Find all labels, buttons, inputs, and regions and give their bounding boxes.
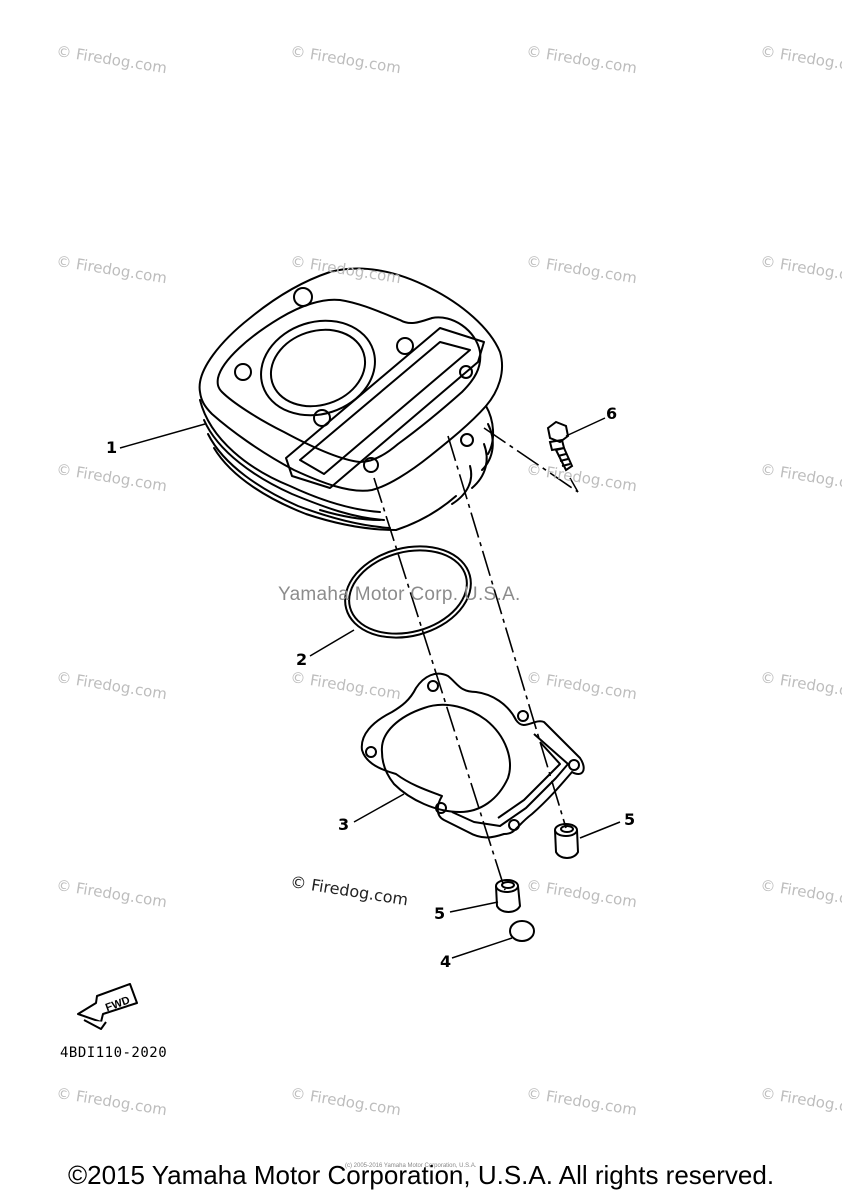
leader-lines <box>119 417 621 959</box>
callout-1: 1 <box>106 438 118 457</box>
watermark-yamaha: Yamaha Motor Corp. U.S.A. <box>278 584 521 605</box>
bolt-leader-line <box>569 477 579 493</box>
footer-copyright: ©2015 Yamaha Motor Corporation, U.S.A. A… <box>67 1160 775 1190</box>
bolt-drawing <box>546 420 574 472</box>
part-code: 4BDI110-2020 <box>60 1045 168 1061</box>
base-gasket-drawing <box>360 672 585 839</box>
callout-5: 5 <box>624 810 636 829</box>
callout-3: 3 <box>338 815 350 834</box>
callout-6: 6 <box>606 404 618 423</box>
tiny-copyright: (c) 2005-2016 Yamaha Motor Corporation, … <box>345 1163 477 1169</box>
alignment-lines <box>373 427 579 891</box>
fwd-arrow-icon <box>77 983 138 1030</box>
dowel-pin-drawings <box>495 823 580 913</box>
cylinder-drawing <box>198 267 504 531</box>
callout-2: 2 <box>296 650 308 669</box>
callout-5: 5 <box>434 904 446 923</box>
callout-4: 4 <box>440 952 452 971</box>
plug-drawing <box>509 920 535 942</box>
